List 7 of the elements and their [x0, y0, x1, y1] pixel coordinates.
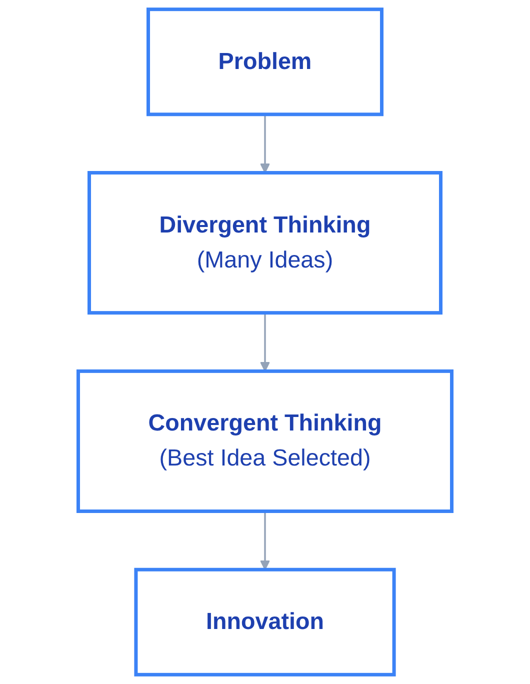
- arrow: [260, 511, 270, 570]
- node-box: Problem: [146, 8, 384, 116]
- node-box: Innovation: [134, 568, 396, 676]
- node-box: Divergent Thinking (Many Ideas): [88, 171, 442, 315]
- node-box: Convergent Thinking (Best Idea Selected): [76, 369, 454, 513]
- arrow: [260, 114, 270, 174]
- arrow: [260, 312, 270, 372]
